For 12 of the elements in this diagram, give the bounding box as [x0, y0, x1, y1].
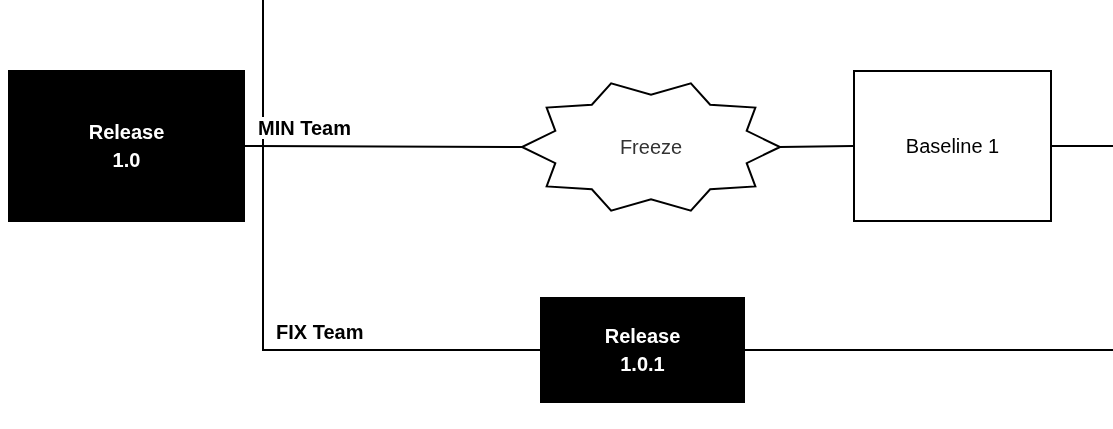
release-box — [540, 297, 745, 403]
baseline-box — [853, 70, 1052, 222]
node-label: Freeze — [618, 135, 684, 160]
node-label: Baseline 1 — [904, 134, 1001, 159]
node-label: Release 1.0.1 — [603, 324, 682, 377]
connector-line — [1051, 145, 1113, 147]
connector-line — [744, 349, 1113, 351]
release-box — [8, 70, 245, 222]
connector-line — [779, 145, 854, 148]
edge-label: MIN Team — [258, 117, 351, 139]
node-label: Release 1.0 — [87, 120, 166, 173]
freeze-cloud — [522, 80, 780, 214]
